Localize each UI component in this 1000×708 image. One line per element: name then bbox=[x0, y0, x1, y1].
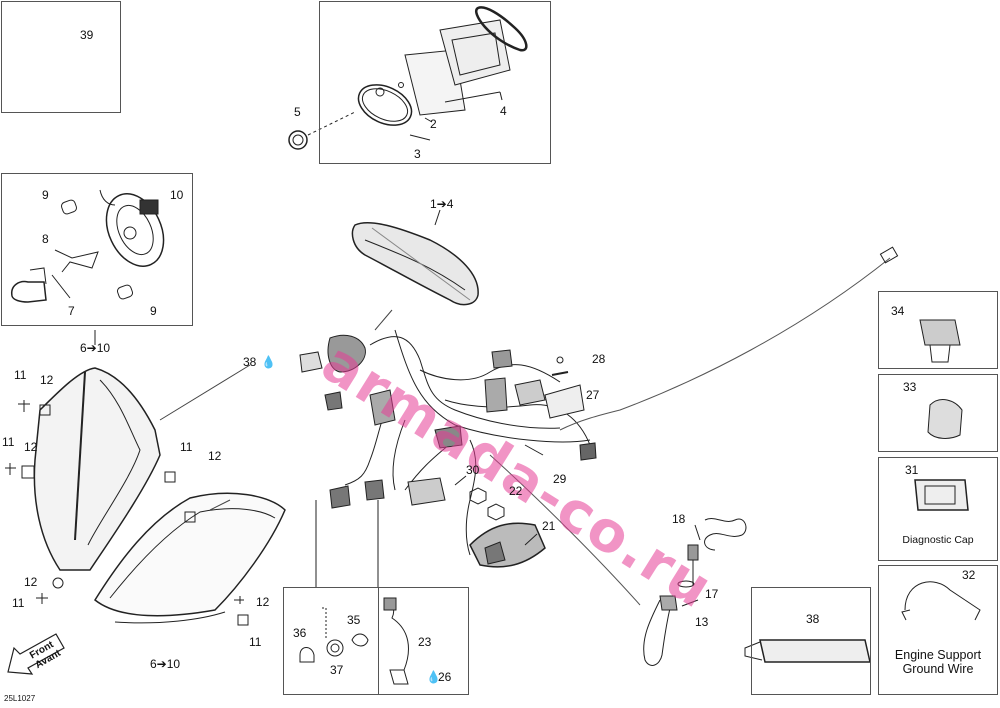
callout-13: 13 bbox=[695, 615, 709, 629]
callout-6-to-10-top: 6➔10 bbox=[80, 341, 111, 355]
callout-17: 17 bbox=[705, 587, 719, 601]
callout-29: 29 bbox=[553, 472, 567, 486]
callout-30: 30 bbox=[466, 463, 480, 477]
front-arrow-icon bbox=[7, 633, 65, 675]
callout-3: 3 bbox=[414, 147, 421, 161]
callout-38-loctite: 38 bbox=[243, 355, 257, 369]
callout-38-grease: 38 bbox=[806, 612, 820, 626]
part-33-box bbox=[878, 374, 998, 452]
callout-31: 31 bbox=[905, 463, 919, 477]
callout-11-c: 11 bbox=[180, 440, 193, 454]
callout-8: 8 bbox=[42, 232, 49, 246]
callout-12-a: 12 bbox=[40, 373, 54, 387]
callout-22: 22 bbox=[509, 484, 523, 498]
engine-support-caption-line2: Ground Wire bbox=[902, 662, 974, 676]
callout-23: 23 bbox=[418, 635, 432, 649]
callout-11-d: 11 bbox=[12, 596, 25, 610]
callout-11-e: 11 bbox=[249, 635, 262, 649]
engine-support-caption-line1: Engine Support bbox=[894, 648, 982, 662]
callout-12-c: 12 bbox=[208, 449, 222, 463]
callout-12-e: 12 bbox=[256, 595, 270, 609]
part-34-box bbox=[878, 291, 998, 369]
callout-9-top: 9 bbox=[42, 188, 49, 202]
loctite-drop-icon-26: 💧 bbox=[426, 670, 441, 684]
callout-33: 33 bbox=[903, 380, 917, 394]
callout-11-a: 11 bbox=[14, 368, 27, 382]
callout-39: 39 bbox=[80, 28, 94, 42]
callout-28: 28 bbox=[592, 352, 606, 366]
sensor-fastener-box bbox=[283, 587, 379, 695]
callout-34: 34 bbox=[891, 304, 905, 318]
loctite-drop-icon-38: 💧 bbox=[261, 355, 276, 369]
callout-12-b: 12 bbox=[24, 440, 38, 454]
callout-11-b: 11 bbox=[2, 435, 15, 449]
callout-1-to-4: 1➔4 bbox=[430, 197, 454, 211]
callout-10: 10 bbox=[170, 188, 184, 202]
callout-18: 18 bbox=[672, 512, 686, 526]
drawing-code: 25L1027 bbox=[4, 694, 36, 703]
diagnostic-cap-caption: Diagnostic Cap bbox=[902, 534, 974, 546]
callout-7: 7 bbox=[68, 304, 75, 318]
callout-35: 35 bbox=[347, 613, 361, 627]
callout-21: 21 bbox=[542, 519, 556, 533]
instrument-cluster-exploded-box bbox=[319, 1, 551, 164]
callout-32: 32 bbox=[962, 568, 976, 582]
callout-2: 2 bbox=[430, 117, 437, 131]
callout-26: 26 bbox=[438, 670, 452, 684]
callout-6-to-10-bottom: 6➔10 bbox=[150, 657, 181, 671]
ground-wire-box bbox=[878, 565, 998, 695]
callout-5: 5 bbox=[294, 105, 301, 119]
callout-12-d: 12 bbox=[24, 575, 38, 589]
part-39-box bbox=[1, 1, 121, 113]
headlamp-components-box bbox=[1, 173, 193, 326]
callout-37: 37 bbox=[330, 663, 344, 677]
diagnostic-cap-box bbox=[878, 457, 998, 561]
callout-36: 36 bbox=[293, 626, 307, 640]
grease-tube-box bbox=[751, 587, 871, 695]
sensor-23-box bbox=[378, 587, 469, 695]
callout-9-bottom: 9 bbox=[150, 304, 157, 318]
callout-27: 27 bbox=[586, 388, 600, 402]
callout-4: 4 bbox=[500, 104, 507, 118]
